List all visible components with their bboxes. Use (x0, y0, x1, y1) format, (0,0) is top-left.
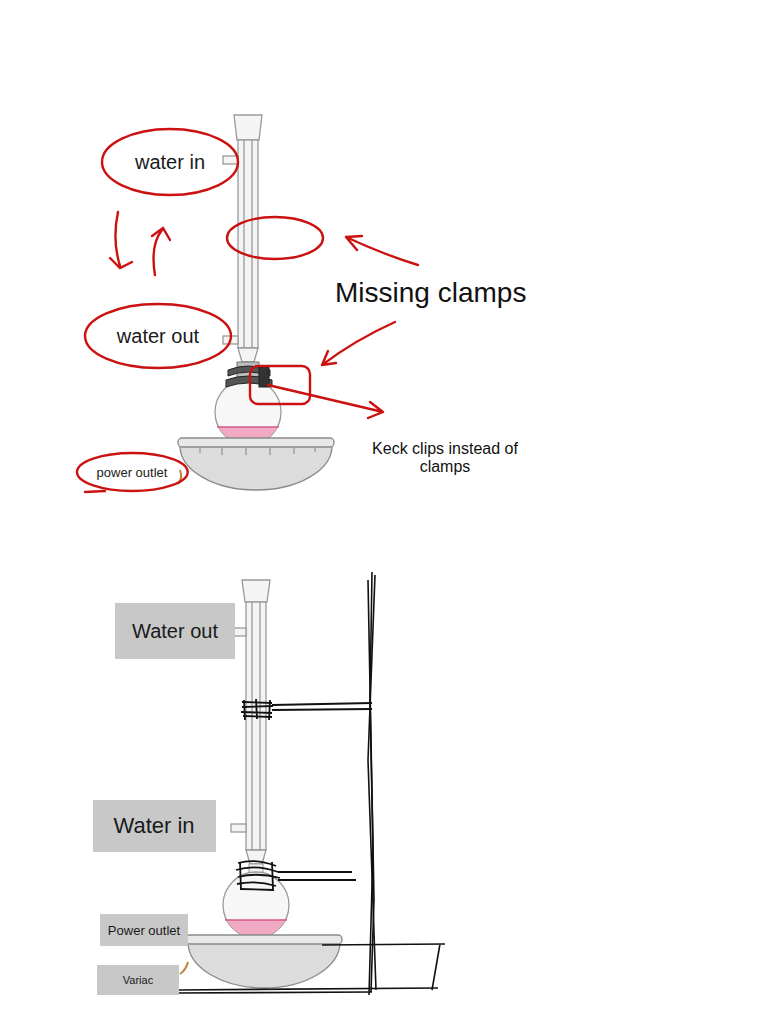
red-annotation (85, 212, 418, 492)
node-text: Water in (113, 813, 194, 839)
annotation-heading: Missing clamps (335, 277, 595, 309)
grey-label-box: Water in (93, 800, 216, 852)
clamp (236, 861, 356, 890)
node-text: power outlet (97, 465, 168, 480)
circled-label: water in (100, 127, 240, 197)
node-text: water out (117, 325, 199, 348)
panel-ground (85, 570, 585, 1010)
condenser (231, 580, 270, 864)
power-cord (180, 962, 188, 974)
condenser (223, 115, 262, 362)
panel-ground (85, 105, 333, 497)
heating-mantle (186, 935, 342, 988)
circled-label: power outlet (75, 451, 190, 493)
annotation-note: Keck clips instead of clamps (360, 440, 530, 476)
grey-label-box: Power outlet (100, 914, 188, 946)
node-text: Power outlet (108, 923, 180, 938)
node-text: Water out (132, 620, 218, 643)
clamp (241, 699, 372, 720)
node-text: water in (135, 151, 205, 174)
circled-label: water out (83, 302, 233, 370)
grey-label-box: Variac (97, 965, 179, 995)
node-text: Variac (123, 974, 153, 986)
grey-label-box: Water out (115, 603, 235, 659)
heating-mantle (178, 438, 334, 490)
